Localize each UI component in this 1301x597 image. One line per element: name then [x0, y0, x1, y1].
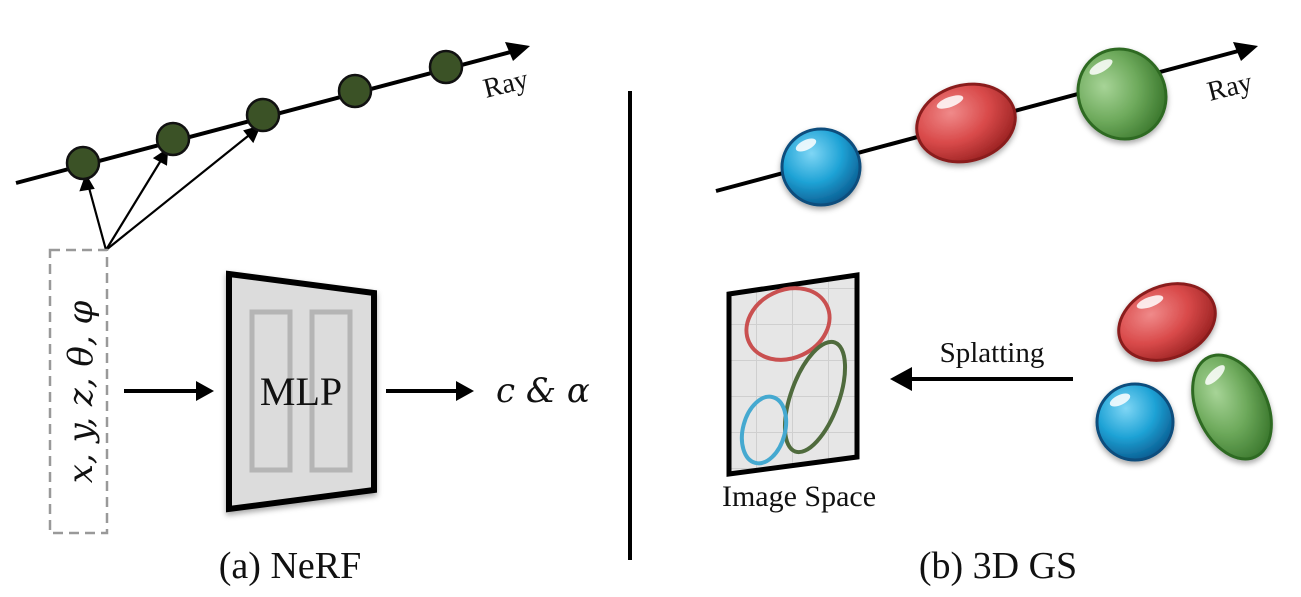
gaussian-red-cluster	[1117, 282, 1217, 362]
gs-ray-label: Ray	[1204, 67, 1255, 108]
image-space-label: Image Space	[722, 480, 876, 513]
nerf-ray-arrowhead	[505, 42, 530, 61]
gs-caption: (b) 3D GS	[919, 545, 1077, 587]
nerf-output-label: c & α	[496, 371, 590, 411]
nerf-caption: (a) NeRF	[219, 545, 361, 587]
nerf-panel: Ray x, y, z, θ, φ MLP	[15, 42, 590, 587]
gaussian-green	[1076, 47, 1168, 141]
gaussian-green-cluster	[1191, 353, 1273, 461]
sample-point	[245, 97, 281, 133]
splat-red	[744, 286, 832, 362]
nerf-ray-label: Ray	[480, 64, 531, 105]
splatting-label: Splatting	[940, 337, 1045, 369]
gaussian-blue-cluster	[1095, 382, 1175, 462]
gs-panel: Ray Image Space Splatting	[715, 42, 1273, 587]
sample-point	[428, 49, 464, 85]
gaussian-red	[915, 82, 1017, 164]
image-plane	[726, 272, 860, 477]
sample-point	[155, 121, 191, 157]
mlp-layer	[249, 309, 293, 473]
splat-green	[782, 339, 848, 455]
nerf-input-label: x, y, z, θ, φ	[61, 301, 101, 484]
mlp-label: MLP	[260, 369, 342, 414]
nerf-sample-points	[65, 49, 464, 181]
mlp-layer	[309, 309, 353, 473]
splat-blue	[739, 394, 789, 466]
sample-point	[337, 73, 373, 109]
nerf-input-box	[48, 248, 109, 535]
mlp-block	[226, 270, 377, 513]
gs-ray-arrowhead	[1233, 42, 1258, 61]
sample-point	[65, 145, 101, 181]
gaussian-blue	[780, 127, 862, 207]
